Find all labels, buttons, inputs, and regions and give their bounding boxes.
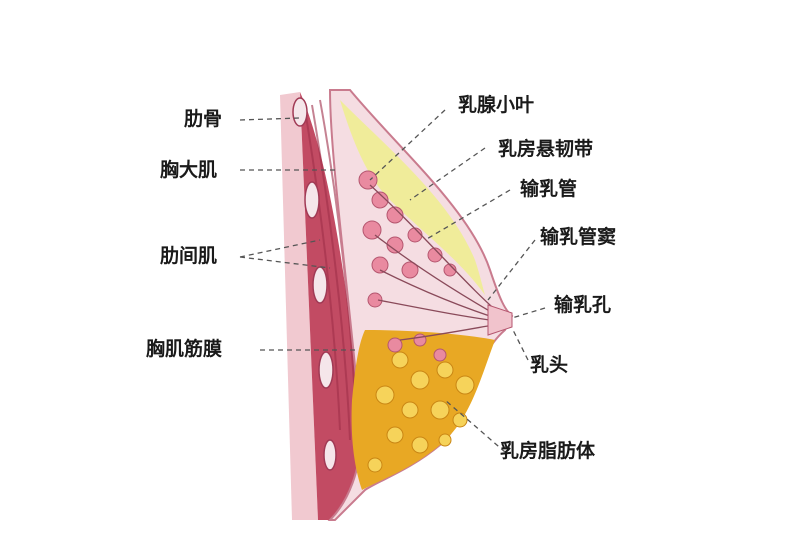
nipple-shape bbox=[487, 304, 513, 336]
label-suspensory-ligament: 乳房悬韧带 bbox=[498, 138, 594, 160]
fat-body bbox=[351, 330, 495, 490]
leader-lines bbox=[239, 109, 546, 453]
label-pectoral-fascia: 胸肌筋膜 bbox=[146, 338, 223, 360]
label-duct-opening: 输乳孔 bbox=[554, 294, 612, 316]
label-lobule: 乳腺小叶 bbox=[458, 94, 535, 116]
label-lactiferous-sinus: 输乳管窦 bbox=[540, 226, 617, 248]
label-rib: 肋骨 bbox=[184, 108, 223, 130]
upper-fat-layer bbox=[340, 100, 485, 295]
ribs bbox=[292, 97, 337, 471]
label-fat-body: 乳房脂肪体 bbox=[500, 440, 596, 462]
label-pectoralis-major: 胸大肌 bbox=[160, 159, 218, 181]
chest-wall bbox=[280, 92, 318, 520]
label-intercostal-muscle: 肋间肌 bbox=[160, 245, 218, 267]
label-nipple: 乳头 bbox=[530, 354, 569, 376]
label-lactiferous-duct: 输乳管 bbox=[520, 178, 578, 200]
